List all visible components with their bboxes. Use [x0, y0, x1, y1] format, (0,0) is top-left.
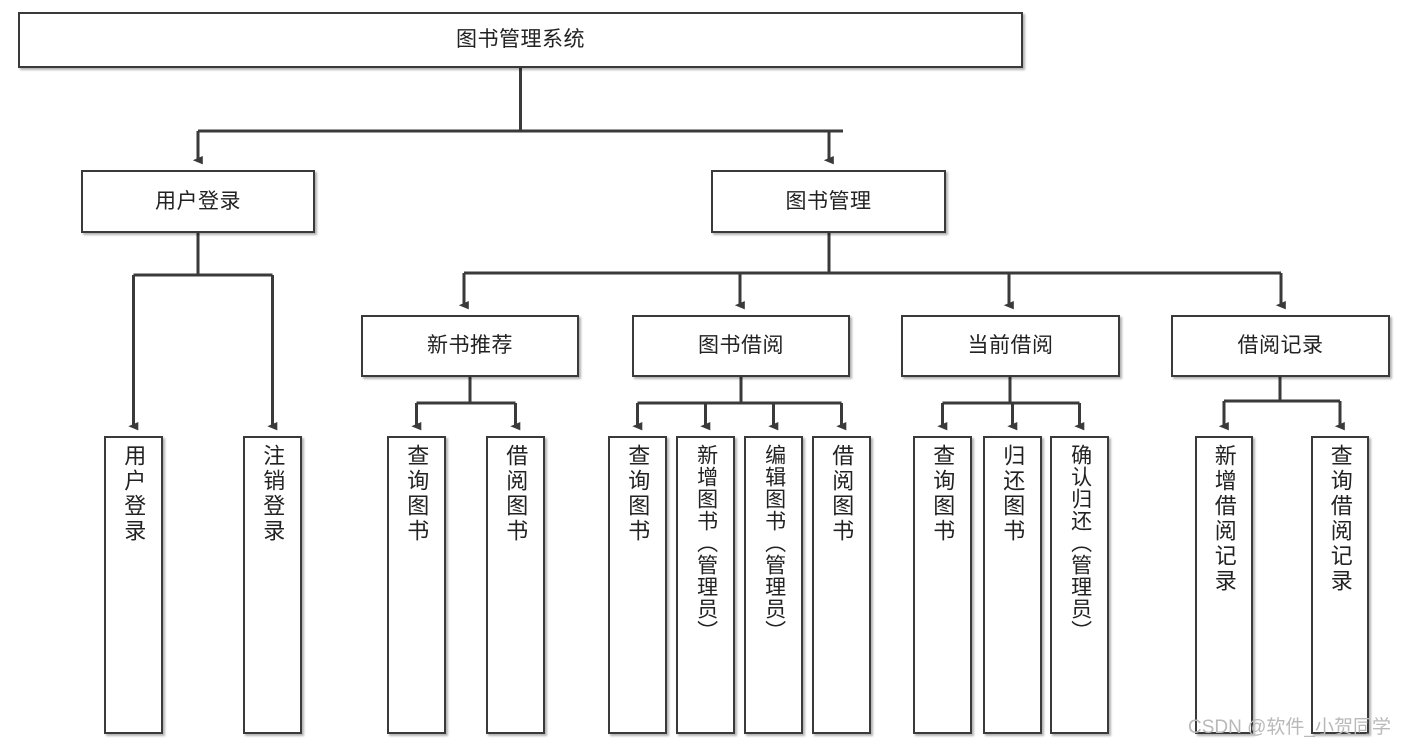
- node-label: 查询借阅记录: [1327, 444, 1353, 594]
- node-label: 查询图书: [930, 444, 956, 544]
- node-label: 新增图书（管理员）: [694, 444, 718, 642]
- node-leaf-add-record[interactable]: 新增借阅记录: [1195, 436, 1253, 734]
- node-leaf-user-login[interactable]: 用户登录: [104, 436, 163, 734]
- node-leaf-edit-book[interactable]: 编辑图书（管理员）: [744, 436, 803, 734]
- node-leaf-logout[interactable]: 注销登录: [243, 436, 302, 734]
- node-book-manage[interactable]: 图书管理: [711, 170, 946, 233]
- node-current-borrow[interactable]: 当前借阅: [901, 315, 1120, 377]
- node-label: 查询图书: [625, 444, 651, 544]
- node-leaf-query-book-borrow[interactable]: 查询图书: [608, 436, 667, 734]
- node-leaf-borrow-book[interactable]: 借阅图书: [812, 436, 871, 734]
- node-borrow-record[interactable]: 借阅记录: [1171, 315, 1390, 377]
- node-label: 新增借阅记录: [1211, 444, 1237, 594]
- node-label: 图书借阅: [698, 334, 784, 358]
- csdn-watermark: CSDN @软件_小贺同学: [1188, 717, 1391, 738]
- node-label: 查询图书: [404, 444, 430, 544]
- node-label: 确认归还（管理员）: [1068, 444, 1092, 642]
- node-new-book-recommend[interactable]: 新书推荐: [361, 315, 579, 377]
- node-leaf-query-record[interactable]: 查询借阅记录: [1311, 436, 1369, 734]
- node-label: 当前借阅: [967, 334, 1054, 358]
- node-label: 借阅记录: [1237, 334, 1324, 358]
- node-book-borrow[interactable]: 图书借阅: [632, 315, 850, 377]
- node-label: 用户登录: [121, 444, 147, 544]
- node-leaf-return-book[interactable]: 归还图书: [983, 436, 1042, 734]
- node-label: 借阅图书: [829, 444, 855, 544]
- node-label: 图书管理系统: [456, 28, 585, 52]
- node-leaf-query-book-recommend[interactable]: 查询图书: [387, 436, 446, 734]
- node-leaf-add-book[interactable]: 新增图书（管理员）: [676, 436, 735, 734]
- node-user-login[interactable]: 用户登录: [81, 170, 315, 233]
- node-leaf-query-book-current[interactable]: 查询图书: [913, 436, 972, 734]
- node-label: 用户登录: [155, 189, 241, 213]
- node-root-system[interactable]: 图书管理系统: [18, 12, 1023, 68]
- node-label: 归还图书: [1000, 444, 1026, 544]
- node-label: 编辑图书（管理员）: [762, 444, 786, 642]
- node-leaf-borrow-book-recommend[interactable]: 借阅图书: [486, 436, 545, 734]
- node-label: 注销登录: [260, 444, 286, 544]
- node-leaf-confirm-return[interactable]: 确认归还（管理员）: [1050, 436, 1109, 734]
- node-label: 图书管理: [785, 189, 872, 213]
- node-label: 新书推荐: [427, 334, 513, 358]
- node-label: 借阅图书: [503, 444, 529, 544]
